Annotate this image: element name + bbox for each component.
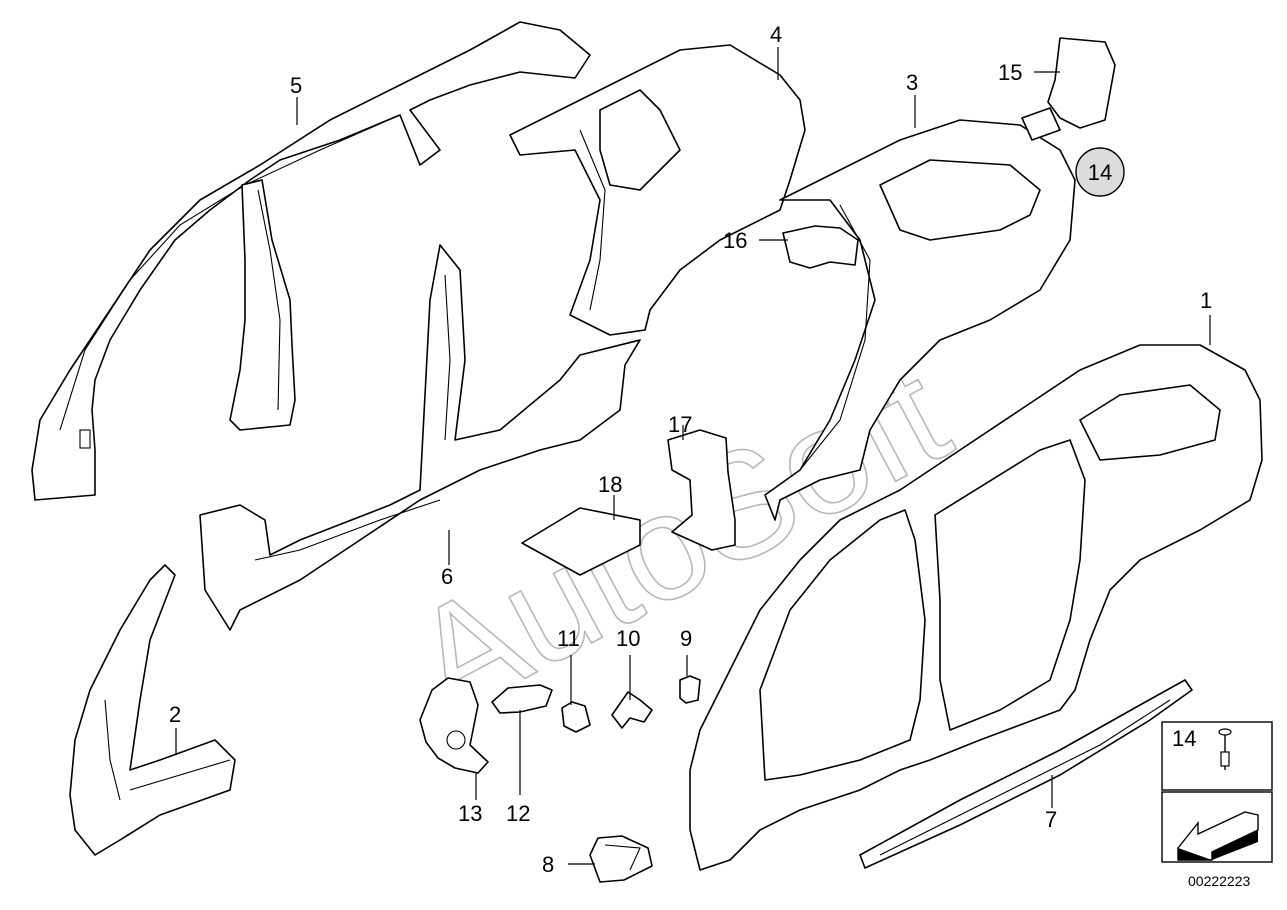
- callout-4: 4: [770, 22, 782, 47]
- callout-3: 3: [906, 70, 918, 95]
- callout-15: 15: [998, 60, 1022, 85]
- callout-17: 17: [668, 412, 692, 437]
- callout-5: 5: [290, 73, 302, 98]
- part-9-clip: [679, 675, 701, 704]
- rivet-icon: [1218, 728, 1232, 770]
- part-15-bracket: [1021, 37, 1116, 141]
- legend-rivet: 14: [1161, 721, 1273, 791]
- callout-14-circled-label: 14: [1088, 160, 1112, 185]
- part-10-clip: [611, 691, 653, 729]
- part-8-bracket: [589, 835, 653, 883]
- callout-14-circled: 14: [1075, 147, 1125, 197]
- direction-arrow-icon: [1177, 811, 1259, 861]
- part-2-a-pillar-lower: [69, 564, 236, 856]
- callout-13: 13: [458, 801, 482, 826]
- part-6-sill-inner: [199, 244, 641, 631]
- callout-6: 6: [441, 564, 453, 589]
- callout-18: 18: [598, 472, 622, 497]
- callout-2: 2: [169, 702, 181, 727]
- callout-11: 11: [557, 626, 580, 651]
- part-18-pad: [521, 507, 641, 576]
- part-5-roof-rail: [31, 21, 591, 501]
- part-11-nut: [561, 701, 591, 733]
- callout-12: 12: [506, 801, 530, 826]
- callout-7: 7: [1045, 807, 1057, 832]
- part-17-bracket: [667, 429, 736, 551]
- callout-16: 16: [723, 228, 747, 253]
- part-16-bracket: [782, 225, 859, 269]
- reference-number: 00222223: [1188, 873, 1251, 889]
- part-4-rear-quarter-inner: [509, 44, 806, 336]
- part-13-reinforcement: [419, 677, 489, 774]
- callout-9: 9: [680, 626, 692, 651]
- part-3-rear-quarter-outer: [764, 119, 1076, 521]
- legend-rivet-label: 14: [1172, 726, 1196, 751]
- part-12-bracket: [491, 684, 553, 714]
- callout-8: 8: [542, 852, 554, 877]
- leader-lines: [175, 47, 1211, 865]
- part-7-sill-trim: [859, 679, 1193, 869]
- part-1-side-frame: [689, 344, 1263, 871]
- legend-arrow: [1161, 791, 1273, 863]
- callout-10: 10: [616, 626, 640, 651]
- callout-1: 1: [1200, 288, 1212, 313]
